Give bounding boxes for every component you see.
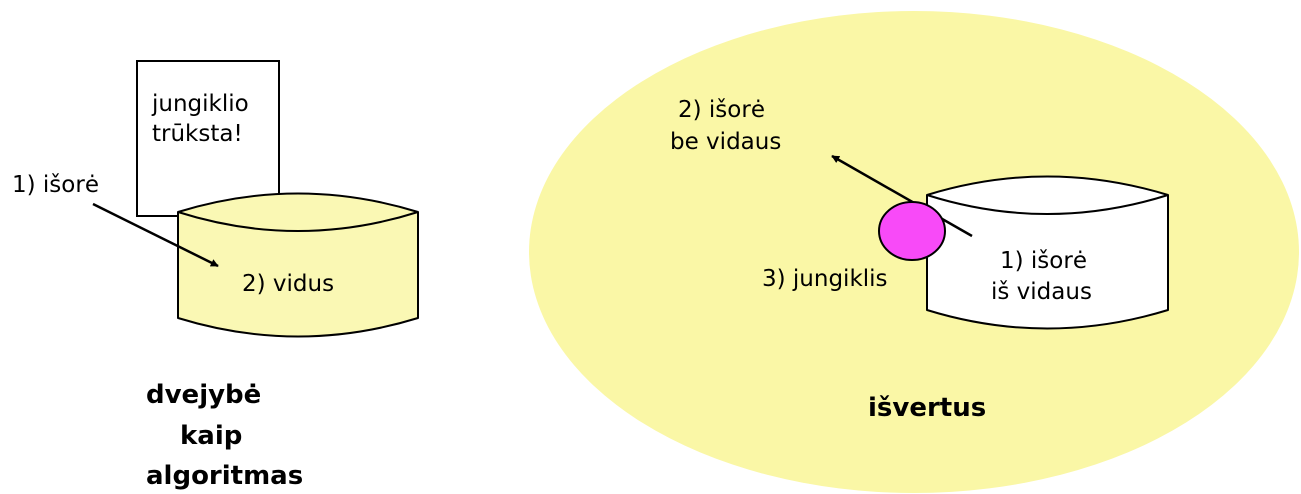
note-text-line2: trūksta! <box>152 121 243 147</box>
right-caption: išvertus <box>868 393 986 423</box>
white-cylinder <box>926 175 1169 330</box>
outside-from-inside-label-line2: iš vidaus <box>991 279 1092 305</box>
outside-to-inside-arrow <box>92 202 219 268</box>
right-panel: 2) išorė be vidaus 3) jungiklis 1) išorė… <box>529 11 1299 493</box>
switch-label: 3) jungiklis <box>762 266 888 292</box>
inside-label: 2) vidus <box>242 271 334 297</box>
left-panel: jungiklio trūksta! 1) išorė 2) vidus dve… <box>12 60 419 491</box>
outside-label: 1) išorė <box>12 172 99 198</box>
left-caption-line3: algoritmas <box>146 461 303 491</box>
inside-cylinder <box>177 192 419 338</box>
outside-without-inside-label-line1: 2) išorė <box>678 97 765 123</box>
inside-cylinder-top-rim <box>177 211 419 232</box>
white-cylinder-top-rim <box>926 194 1169 215</box>
outside-from-inside-label-line1: 1) išorė <box>1000 248 1087 274</box>
note-text-line1: jungiklio <box>151 91 249 117</box>
left-caption-line2: kaip <box>180 421 242 451</box>
outside-without-inside-arrow <box>831 154 973 238</box>
switch-circle <box>878 201 946 261</box>
outside-without-inside-label-line2: be vidaus <box>670 129 781 155</box>
left-caption-line1: dvejybė <box>146 380 261 410</box>
missing-switch-note <box>136 60 280 217</box>
